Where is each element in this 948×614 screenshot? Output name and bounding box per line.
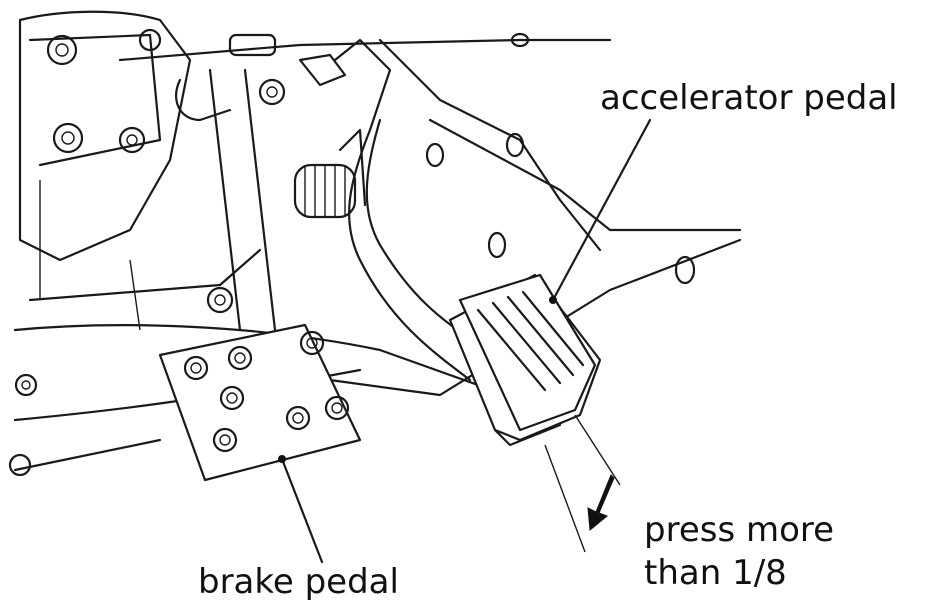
brake-pedal-pad	[160, 325, 360, 480]
bolt-holes	[10, 30, 694, 475]
press-travel-guide	[545, 415, 620, 552]
accelerator-pedal-label: accelerator pedal	[600, 78, 898, 118]
brake-pedal-label: brake pedal	[198, 562, 399, 602]
brake-pedal-arm	[176, 35, 275, 330]
press-instruction-line1: press more	[644, 510, 834, 550]
arrow-down-left-icon	[588, 475, 614, 530]
press-instruction-line2: than 1/8	[644, 553, 787, 593]
accelerator-leader-dot	[549, 296, 557, 304]
brake-leader-dot	[278, 455, 286, 463]
